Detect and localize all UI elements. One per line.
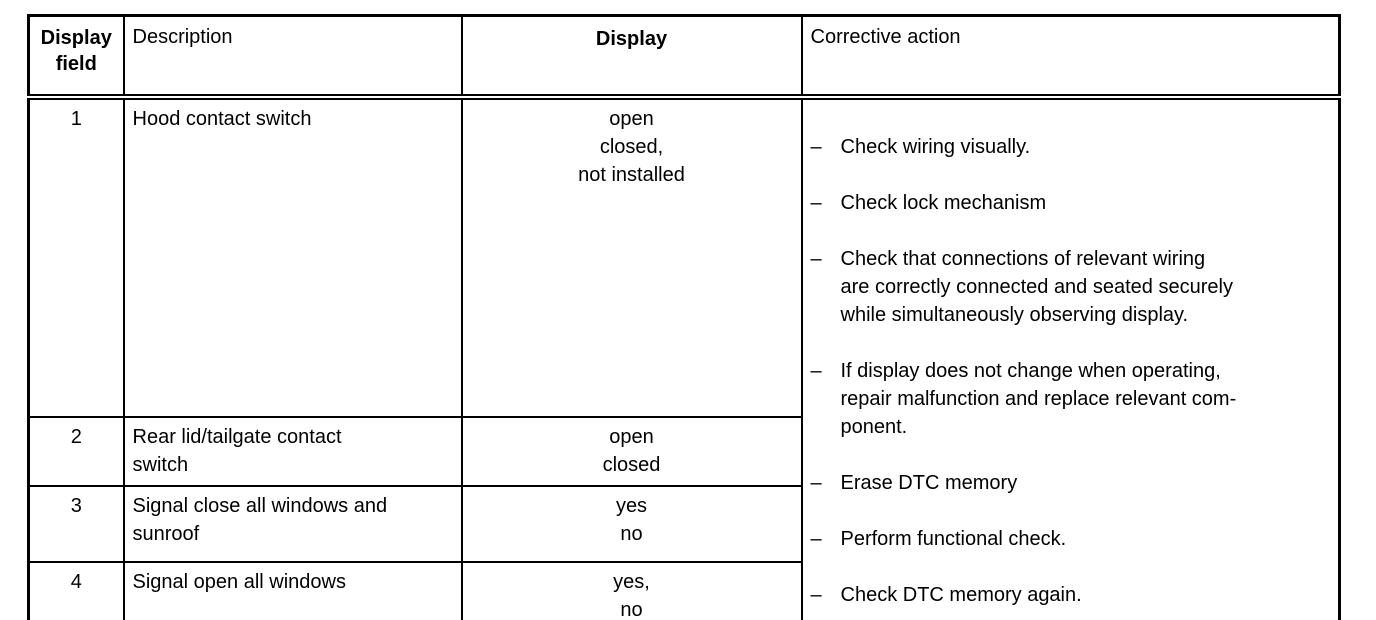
dash-bullet: – (810, 528, 822, 550)
dash-bullet: – (810, 584, 822, 606)
corrective-action-text: Check that connections of relevant wirin… (840, 248, 1233, 326)
display-values-cell: open closed (460, 416, 803, 488)
dash-bullet: – (810, 360, 822, 382)
header-display: Display (460, 14, 803, 100)
display-values-cell: open closed, not installed (460, 95, 803, 419)
corrective-action-cell: – Check wiring visually. – Check lock me… (800, 96, 1341, 620)
corrective-action-item: – Check DTC memory again. (809, 581, 1331, 609)
corrective-action-text: Check wiring visually. (840, 136, 1031, 158)
display-values-cell: yes, no (460, 560, 803, 620)
dash-bullet: – (810, 136, 822, 158)
description-cell: Hood contact switch (122, 95, 463, 419)
dash-bullet: – (810, 248, 822, 270)
table-row: 3 Signal close all windows and sunroof y… (27, 485, 1340, 563)
display-field-number: 2 (27, 416, 125, 488)
corrective-action-text: Perform functional check. (840, 528, 1067, 550)
table-header-row: Display field Description Display Correc… (27, 14, 1341, 100)
display-field-number: 1 (27, 95, 125, 419)
corrective-action-text: Erase DTC memory (840, 472, 1018, 494)
corrective-action-item: – Perform functional check. (809, 525, 1331, 553)
table-row: 1 Hood contact switch open closed, not i… (27, 95, 1341, 620)
corrective-action-item: – Erase DTC memory (809, 469, 1331, 497)
description-cell: Signal open all windows (122, 560, 463, 620)
corrective-action-item: – Check that connections of relevant wir… (809, 245, 1331, 329)
header-description: Description (122, 14, 463, 100)
corrective-action-text: Check DTC memory again. (840, 584, 1082, 606)
display-field-number: 3 (27, 485, 125, 563)
header-display-field: Display field (27, 14, 125, 100)
corrective-action-item: – Check lock mechanism (809, 189, 1331, 217)
table-row: 4 Signal open all windows yes, no (27, 560, 1340, 620)
dash-bullet: – (810, 192, 822, 214)
corrective-action-item: – Check wiring visually. (809, 133, 1331, 161)
corrective-action-text: If display does not change when operatin… (840, 360, 1237, 438)
description-cell: Rear lid/tailgate contact switch (122, 416, 463, 488)
description-cell: Signal close all windows and sunroof (122, 485, 463, 563)
diagnostic-table: Display field Description Display Correc… (27, 14, 1341, 620)
display-values-cell: yes no (460, 485, 803, 563)
corrective-action-text: Check lock mechanism (840, 192, 1047, 214)
table-row: 2 Rear lid/tailgate contact switch open … (27, 416, 1340, 488)
display-field-number: 4 (27, 560, 125, 620)
header-corrective-action: Corrective action (800, 14, 1341, 100)
dash-bullet: – (810, 472, 822, 494)
corrective-action-item: – If display does not change when operat… (809, 357, 1331, 441)
